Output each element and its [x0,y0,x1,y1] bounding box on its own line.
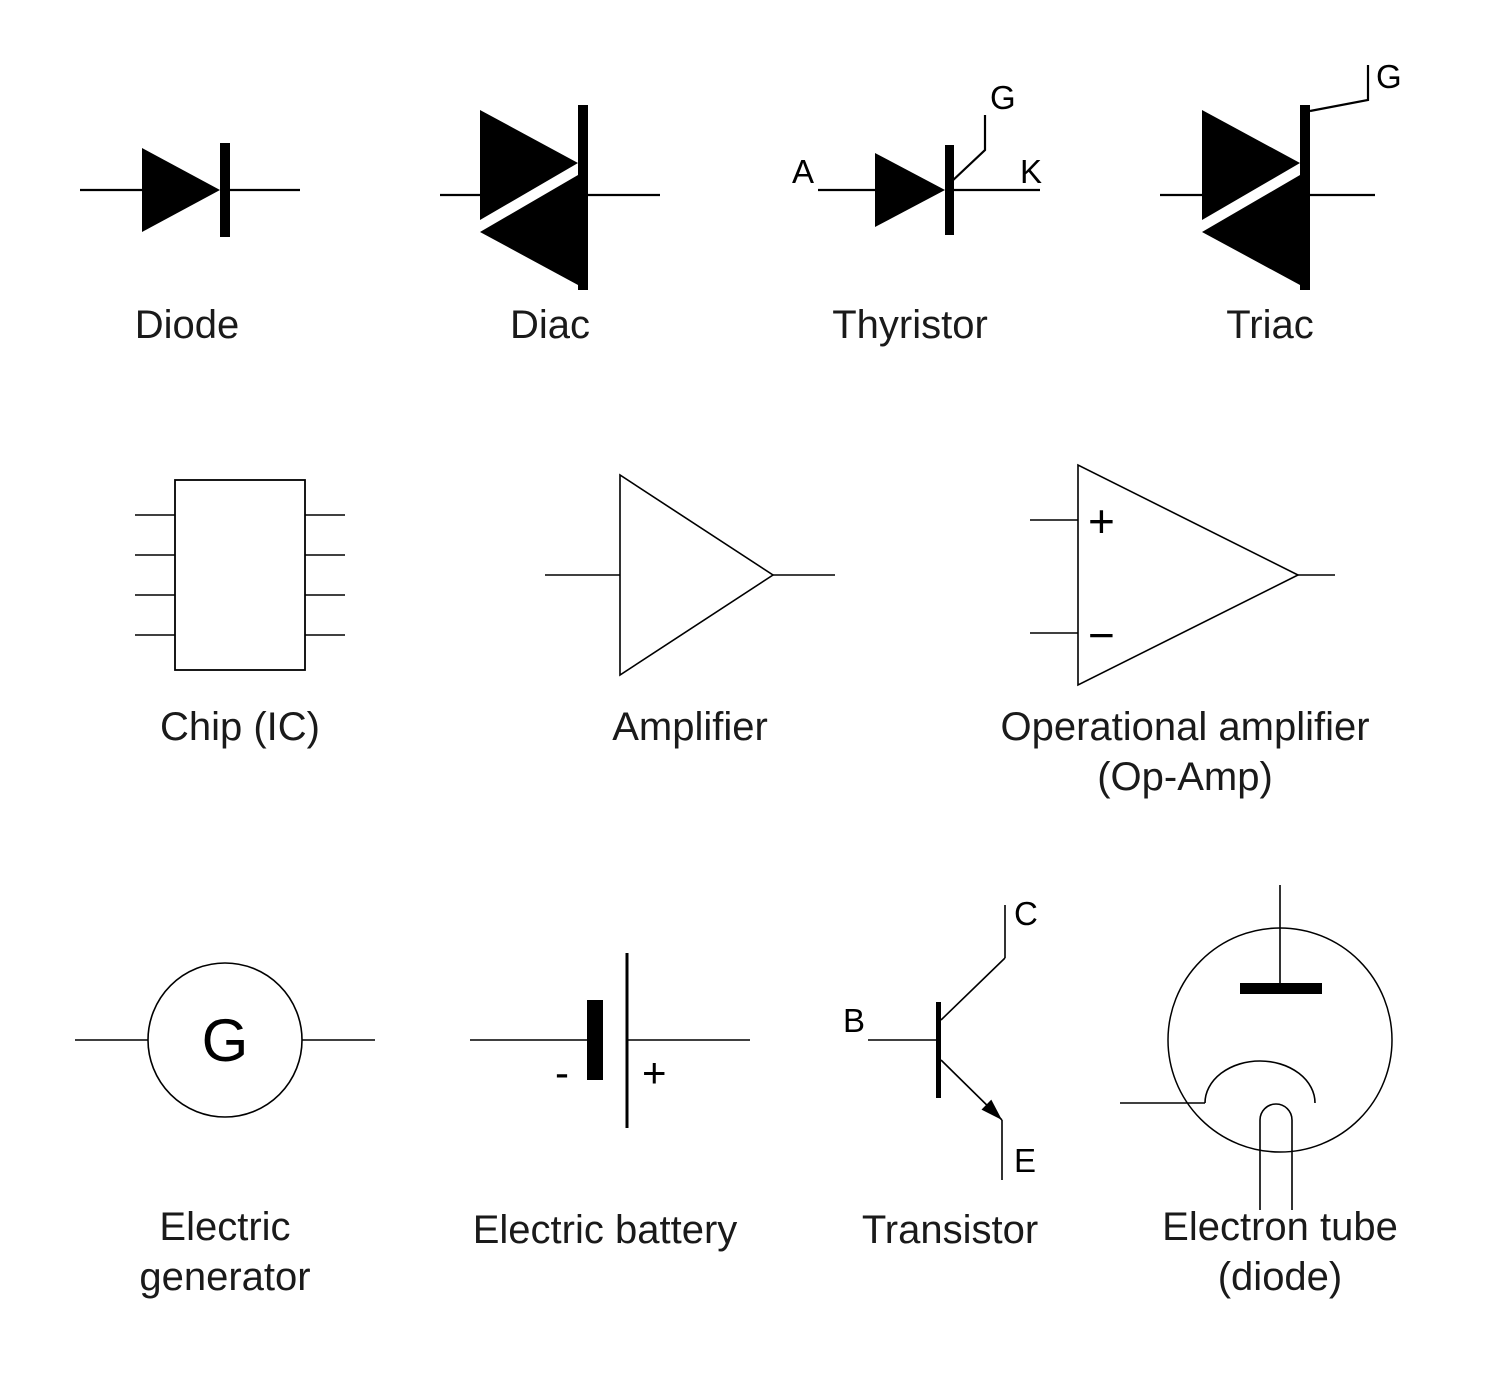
transistor-icon: B C E [843,895,1038,1180]
diac-symbol [440,100,660,300]
battery-negative-plate [587,1000,603,1080]
amplifier-icon [545,473,835,677]
battery-label: Electric battery [472,1208,738,1252]
tube-label: Electron tube (diode) [1130,1202,1430,1302]
amplifier-symbol [545,465,835,690]
tube-symbol [1120,875,1450,1225]
thyristor-icon: A G K [792,79,1042,235]
triac-gate-label: G [1376,58,1400,95]
amplifier-triangle [619,473,775,677]
diode-icon [80,143,300,237]
tube-cathode-arc [1204,1060,1316,1104]
opamp-label-line1: Operational amplifier [1000,705,1370,749]
battery-symbol: - + [470,945,750,1145]
transistor-base-bar [936,1002,941,1098]
tube-filament-arch [1259,1103,1293,1121]
battery-minus-sign: - [555,1049,569,1096]
chip-icon [135,479,345,671]
chip-symbol [135,470,345,685]
transistor-symbol: B C E [790,880,1070,1205]
thyristor-gate-label: G [990,79,1016,116]
opamp-symbol: + − [1030,455,1335,700]
diac-bar [578,105,588,290]
diac-triangle-bottom [480,175,578,285]
diode-cathode-bar [220,143,230,237]
battery-plus-sign: + [642,1049,667,1096]
tube-label-line1: Electron tube [1162,1205,1398,1249]
transistor-collector-label: C [1014,895,1038,932]
triac-gate-lead [1309,65,1370,113]
triac-symbol: G [1160,55,1402,305]
chip-body [174,479,306,671]
diac-triangle-top [480,110,578,220]
opamp-icon: + − [1030,463,1335,687]
thyristor-cathode-bar [945,145,954,235]
triac-bar [1300,105,1310,290]
transistor-emitter-arrow [981,1099,1002,1120]
transistor-collector-diagonal [940,957,1006,1021]
generator-label-line2: generator [139,1255,311,1299]
generator-symbol: G [75,955,375,1130]
opamp-label-line2: (Op-Amp) [1097,755,1273,799]
generator-label: Electric generator [125,1202,325,1302]
opamp-minus-sign: − [1088,609,1115,661]
transistor-label: Transistor [861,1208,1039,1252]
transistor-base-label: B [843,1002,865,1039]
generator-icon: G [75,962,375,1118]
opamp-triangle [1077,463,1300,687]
triac-label: Triac [1226,303,1314,347]
transistor-emitter-label: E [1014,1142,1036,1179]
tube-anode-plate [1240,983,1322,994]
thyristor-anode-label: A [792,153,814,190]
thyristor-label: Thyristor [832,303,988,347]
triac-icon: G [1160,58,1402,290]
triac-triangle-bottom [1202,175,1300,285]
amplifier-label: Amplifier [612,705,768,749]
diode-label: Diode [134,303,240,347]
generator-label-line1: Electric [159,1205,291,1249]
diode-anode-triangle [142,148,220,232]
thyristor-cathode-label: K [1020,153,1042,190]
thyristor-symbol: A G K [790,75,1070,240]
diac-label: Diac [509,303,591,347]
electron-tube-icon [1120,885,1393,1210]
triac-triangle-top [1202,110,1300,220]
chip-label: Chip (IC) [159,705,321,749]
generator-letter: G [202,1007,249,1074]
thyristor-anode-triangle [875,153,945,227]
opamp-label: Operational amplifier (Op-Amp) [985,702,1385,802]
battery-icon: - + [470,953,750,1128]
diode-symbol [80,115,300,270]
tube-label-line2: (diode) [1217,1255,1343,1299]
diac-icon [440,105,660,290]
opamp-plus-sign: + [1088,495,1115,547]
thyristor-gate-lead [949,115,987,184]
